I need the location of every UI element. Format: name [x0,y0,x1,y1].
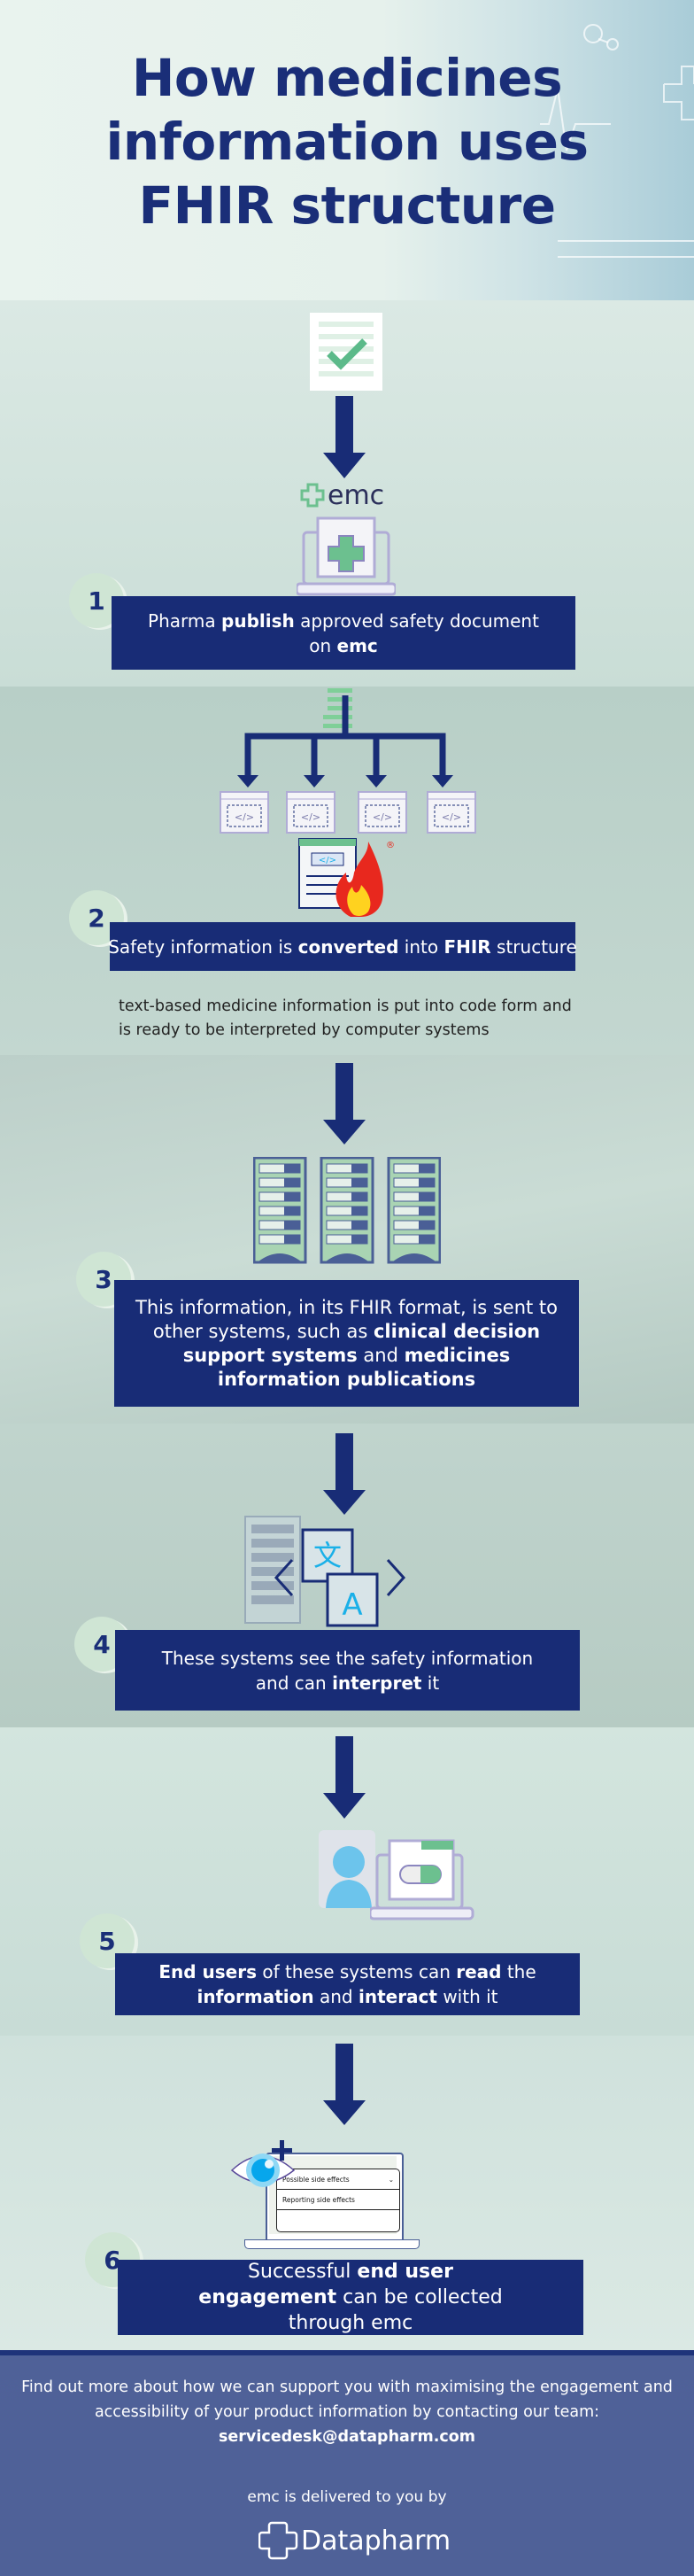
accordion-item-label: Possible side effects [282,2175,350,2184]
server-racks-icon [253,1157,441,1264]
text-segment: Pharma [148,609,222,632]
email-link[interactable]: servicedesk@datapharm.com [219,2428,475,2446]
arrow-down-icon [323,1063,366,1144]
text-segment: This information, in its FHIR format, is… [135,1296,559,1342]
text-segment: These systems see the safety information… [161,1647,534,1694]
datapharm-logo-text: Datapharm [301,2525,451,2557]
arrow-down-icon [323,396,366,478]
datapharm-logo: Datapharm [258,2520,451,2561]
document-tree-icon [237,688,453,788]
step-5-section: 5 End users of these systems can read th… [0,1727,694,2036]
svg-text:A: A [342,1587,362,1623]
page-title: How medicines information uses FHIR stru… [0,46,694,237]
emphasis-text: FHIR [443,935,491,958]
code-window-icon: </> [286,791,335,834]
header: How medicines information uses FHIR stru… [0,0,694,300]
emphasis-text: read [456,1961,502,1982]
user-avatar-icon [319,1830,375,1908]
arrow-down-icon [323,1736,366,1819]
text-segment: the [501,1961,536,1982]
accordion-item[interactable]: Possible side effects ⌄ [277,2169,399,2190]
text-segment: with it [436,1986,498,2007]
step-5-description: End users of these systems can read the … [115,1953,580,2015]
step-1-section: emc 1 Pharma publish approved safety doc… [0,300,694,687]
eye-plus-icon [230,2140,296,2187]
laptop-accordion-icon: Possible side effects ⌄ Reporting side ef… [230,2138,434,2249]
text-segment: approved safety document on [294,609,539,656]
emphasis-text: interact [358,1986,437,2007]
title-line: FHIR structure [138,175,556,236]
text-segment: Safety information is [108,935,298,958]
laptop-pill-icon [370,1839,474,1920]
step-1-description: Pharma publish approved safety document … [112,596,575,670]
step-description-text: Safety information is converted into FHI… [108,935,577,959]
step-2-subtext: text-based medicine information is put i… [119,997,572,1039]
text-segment: and [357,1344,405,1366]
code-windows-row: </> </> </> </> [220,791,485,835]
emc-logo-text: emc [328,479,385,511]
translate-icon: 文 A [274,1528,406,1627]
approved-document-icon [310,313,382,391]
svg-text:®: ® [386,841,395,850]
emphasis-text: converted [297,935,399,958]
code-window-icon: </> [358,791,407,834]
arrow-down-icon [323,1433,366,1515]
title-line: information uses [105,112,589,172]
svg-text:</>: </> [301,811,320,823]
title-line: How medicines [131,48,563,108]
step-description-text: End users of these systems can read the … [147,1959,548,2009]
server-rack-icon [244,1516,301,1624]
text-segment: of these systems can [256,1961,457,1982]
arrow-down-icon [323,2044,366,2125]
step-6-description: Successful end user engagement can be co… [118,2260,583,2335]
step-3-description: This information, in its FHIR format, is… [114,1280,579,1407]
datapharm-cross-icon [258,2521,298,2560]
text-segment: it [421,1672,440,1694]
emphasis-text: end user engagement [198,2261,453,2308]
emphasis-text: interpret [332,1672,422,1694]
text-segment: can be collected through emc [288,2286,503,2334]
emphasis-text: emc [336,634,378,656]
accordion-item[interactable]: Reporting side effects [277,2190,399,2210]
emphasis-text: clinical decision support systems [182,1320,541,1366]
step-6-section: Possible side effects ⌄ Reporting side ef… [0,2036,694,2350]
medical-network-decoration-icon [540,24,694,258]
emphasis-text: publish [221,609,295,632]
text-segment: Successful [248,2261,358,2283]
svg-text:</>: </> [235,811,254,823]
fhir-flame-icon: </> ® [298,838,395,917]
accordion-item-label: Reporting side effects [282,2195,355,2204]
laptop-medical-folder-icon [297,516,396,596]
footer-text: Find out more about how we can support y… [21,2378,673,2421]
emphasis-text: medicines information publications [217,1344,511,1390]
step-3-section: 3 This information, in its FHIR format, … [0,1055,694,1424]
svg-text:</>: </> [373,811,392,823]
step-2-section: </> </> </> </> </> ® 2 Safety informati… [0,687,694,1055]
step-description-text: Successful end user engagement can be co… [197,2259,504,2336]
svg-text:</>: </> [442,811,461,823]
emphasis-text: information [197,1986,314,2007]
footer: Find out more about how we can support y… [0,2350,694,2576]
chevron-down-icon: ⌄ [388,2175,394,2184]
footer-contact: Find out more about how we can support y… [0,2375,694,2449]
text-segment: and [313,1986,359,2007]
delivered-by-text: emc is delivered to you by [247,2488,447,2506]
step-description-text: Pharma publish approved safety document … [143,609,544,658]
text-segment: structure [490,935,577,958]
step-4-description: These systems see the safety information… [115,1630,580,1711]
svg-text:文: 文 [313,1539,342,1572]
code-window-icon: </> [427,791,476,834]
step-description-text: These systems see the safety information… [147,1646,548,1695]
text-segment: into [398,935,444,958]
step-4-section: 文 A 4 These systems see the safety infor… [0,1424,694,1727]
emc-cross-icon [300,483,325,508]
step-description-text: This information, in its FHIR format, is… [135,1296,558,1392]
code-window-icon: </> [220,791,269,834]
emc-logo: emc [299,479,384,511]
svg-text:</>: </> [319,856,336,865]
emphasis-text: End users [158,1961,257,1982]
step-2-description: Safety information is converted into FHI… [108,922,577,971]
